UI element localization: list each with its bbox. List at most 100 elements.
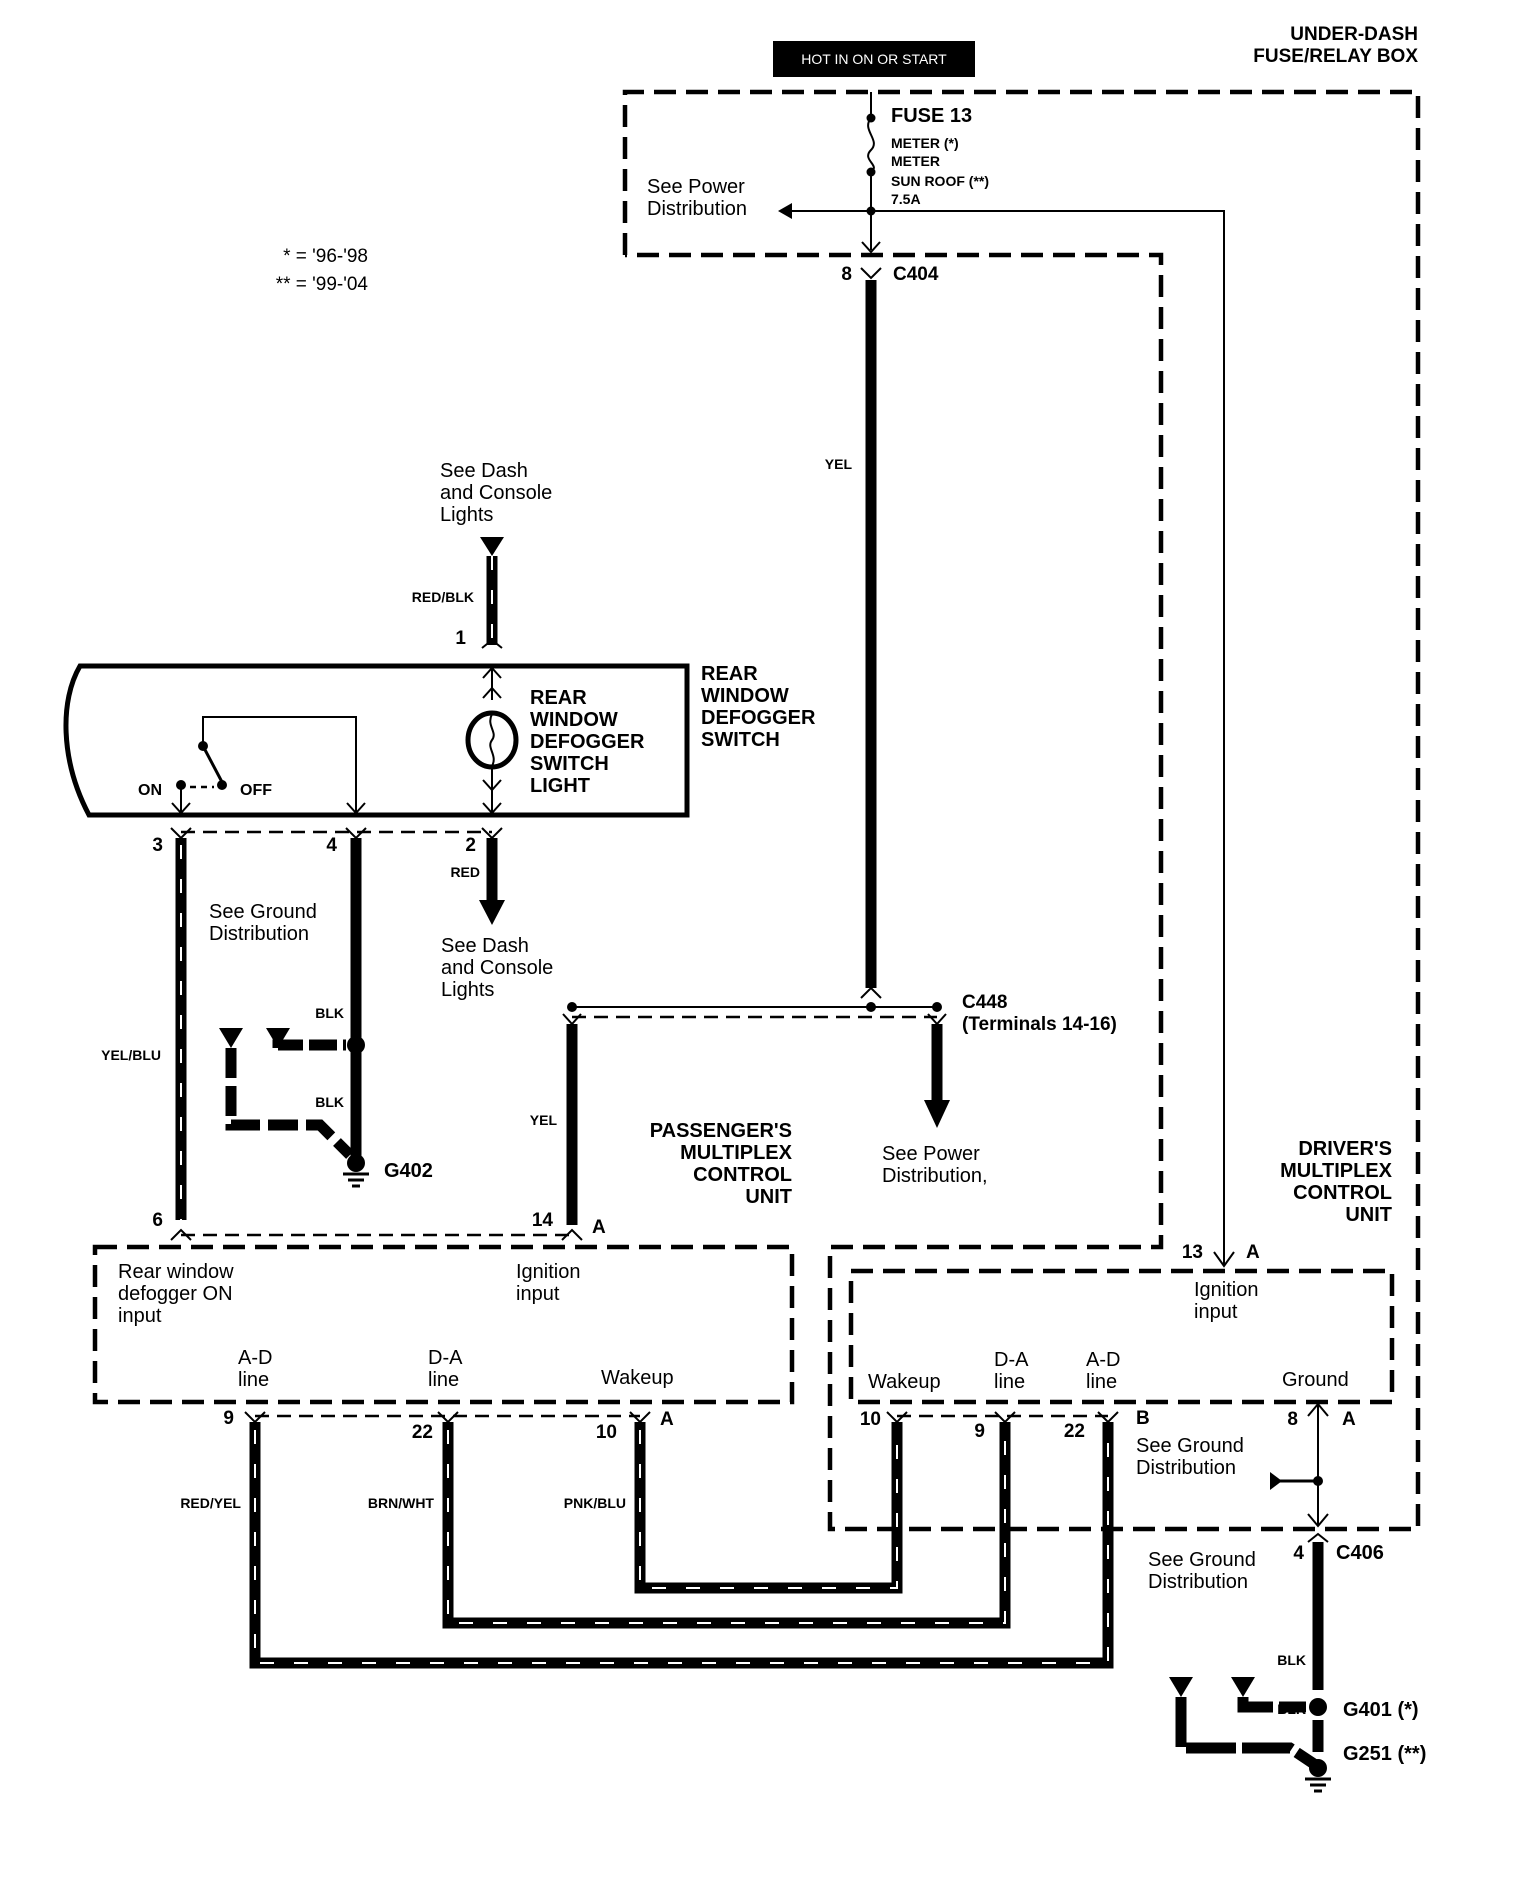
- switch-off-label: OFF: [240, 782, 272, 799]
- c448-top-connector-icon: [860, 986, 882, 999]
- red-yel-stripe: [254, 1430, 1109, 1664]
- c404-pin: 8: [841, 264, 852, 285]
- blk-branch-2: [225, 1048, 354, 1159]
- driver-ad-1: A-D: [1086, 1349, 1120, 1371]
- see-power-mid-1: See Power: [882, 1143, 980, 1165]
- arrow-down-icon: [1213, 1251, 1235, 1268]
- dash-lights-bottom-1: See Dash: [441, 935, 529, 957]
- hot-in-on-or-start-label: HOT IN ON OR START: [773, 41, 975, 77]
- bulb-bottom-pin-icon: [482, 779, 502, 792]
- blk-label-3: BLK: [1277, 1652, 1306, 1668]
- switch-common-wire: [202, 716, 357, 813]
- fuse-box-outline: [622, 89, 1421, 1532]
- switch-label-4: SWITCH: [701, 729, 780, 751]
- dash-lights-top-1: See Dash: [440, 460, 528, 482]
- driver-ad-2: line: [1086, 1371, 1117, 1393]
- driver-pin-13: 13: [1182, 1242, 1203, 1263]
- blk-label-4: BLK: [1277, 1701, 1306, 1717]
- c448-node-mid: [866, 1002, 876, 1012]
- driver-ignition-wire: [871, 210, 1225, 1265]
- passenger-pin-6: 6: [152, 1210, 163, 1231]
- c406-pin: 4: [1293, 1543, 1304, 1564]
- c448-right-pin-icon: [927, 1013, 947, 1026]
- passenger-wakeup: Wakeup: [601, 1367, 674, 1389]
- passenger-pin-10: 10: [596, 1422, 617, 1443]
- dash-lights-bottom-2: and Console: [441, 957, 553, 979]
- c404-connector-icon: [860, 267, 882, 280]
- passenger-title-1: PASSENGER'S: [650, 1120, 792, 1142]
- driver-title-3: CONTROL: [1293, 1182, 1392, 1204]
- bulb-bottom-pin2-icon: [482, 802, 502, 815]
- see-power-2: Distribution: [647, 198, 747, 220]
- see-power-1: See Power: [647, 176, 745, 198]
- switch-label-2: WINDOW: [701, 685, 789, 707]
- yel-passenger-label: YEL: [530, 1112, 558, 1128]
- switch-pin-1: 1: [455, 628, 466, 649]
- blk-branch-4: [1175, 1697, 1318, 1769]
- driver-see-ground-1: See Ground: [1136, 1435, 1244, 1457]
- fuse-line2: METER: [891, 153, 940, 169]
- brn-wht-stripe: [447, 1430, 1006, 1624]
- light-label-2: WINDOW: [530, 709, 618, 731]
- connector-triangle-icon: [1231, 1677, 1255, 1697]
- splice-node-right: [1309, 1698, 1327, 1716]
- passenger-ignition-1: Ignition: [516, 1261, 581, 1283]
- fuse-line3: SUN ROOF (**): [891, 173, 989, 189]
- bulb-top-pin-icon: [482, 666, 502, 679]
- passenger-rear-input-1: Rear window: [118, 1261, 234, 1283]
- fuse-box-title-2: FUSE/RELAY BOX: [1253, 46, 1418, 67]
- passenger-conn-a-top: A: [592, 1217, 606, 1238]
- ground-g402-icon: [343, 1154, 369, 1188]
- driver-title-2: MULTIPLEX: [1280, 1160, 1393, 1182]
- dash-lights-bottom-3: Lights: [441, 979, 494, 1001]
- driver-pin-22: 22: [1064, 1421, 1085, 1442]
- passenger-ad-2: line: [238, 1369, 269, 1391]
- driver-ground: Ground: [1282, 1369, 1349, 1391]
- legend-single-star: * = '96-'98: [283, 246, 368, 267]
- passenger-da-2: line: [428, 1369, 459, 1391]
- driver-title-1: DRIVER'S: [1298, 1138, 1392, 1160]
- light-label-1: REAR: [530, 687, 587, 709]
- legend-double-star: ** = '99-'04: [276, 274, 369, 295]
- switch-lever[interactable]: [201, 745, 224, 783]
- pnk-blu-wire: [634, 1422, 903, 1594]
- switch-pin-2: 2: [465, 835, 476, 856]
- c406-label: C406: [1336, 1542, 1384, 1564]
- driver-title-4: UNIT: [1345, 1204, 1392, 1226]
- switch-label-3: DEFOGGER: [701, 707, 816, 729]
- red-label: RED: [450, 864, 480, 880]
- red-blk-label: RED/BLK: [412, 589, 474, 605]
- driver-pin-9: 9: [974, 1421, 985, 1442]
- brn-wht-label: BRN/WHT: [368, 1495, 435, 1511]
- c448-label: C448: [962, 992, 1007, 1013]
- bulb-filament-icon: [489, 713, 495, 767]
- dash-lights-top-3: Lights: [440, 504, 493, 526]
- c448-terminals: (Terminals 14-16): [962, 1014, 1117, 1035]
- arrow-up-icon: [1307, 1402, 1329, 1417]
- switch-pin-3: 3: [152, 835, 163, 856]
- pnk-blu-label: PNK/BLU: [564, 1495, 626, 1511]
- driver-mcu-box: [848, 1268, 1395, 1405]
- c406-connector-icon: [1307, 1532, 1329, 1543]
- c448-node-left: [567, 1002, 577, 1012]
- arrow-down-icon: [924, 1100, 950, 1128]
- passenger-pin-22: 22: [412, 1422, 433, 1443]
- arrow-left-icon: [778, 203, 792, 219]
- driver-ignition-1: Ignition: [1194, 1279, 1259, 1301]
- switch-on-label: ON: [138, 782, 162, 799]
- blk-branch-3: [1237, 1697, 1306, 1713]
- red-yel-label: RED/YEL: [180, 1495, 241, 1511]
- connector-triangle-icon: [266, 1028, 290, 1048]
- connector-triangle-icon: [1270, 1472, 1282, 1490]
- g402-label: G402: [384, 1160, 433, 1182]
- pin4-arrow-icon: [346, 802, 366, 815]
- yel-main-label: YEL: [825, 456, 853, 472]
- blk-branch-1: [272, 1039, 346, 1051]
- pin1-connector-icon: [481, 638, 503, 649]
- passenger-ad-1: A-D: [238, 1347, 272, 1369]
- switch-pin-4: 4: [326, 835, 337, 856]
- arrow-down-icon: [479, 900, 505, 925]
- yel-blu-label: YEL/BLU: [101, 1047, 161, 1063]
- ground-right-label-1: See Ground: [1148, 1549, 1256, 1571]
- fuse-name: FUSE 13: [891, 105, 972, 127]
